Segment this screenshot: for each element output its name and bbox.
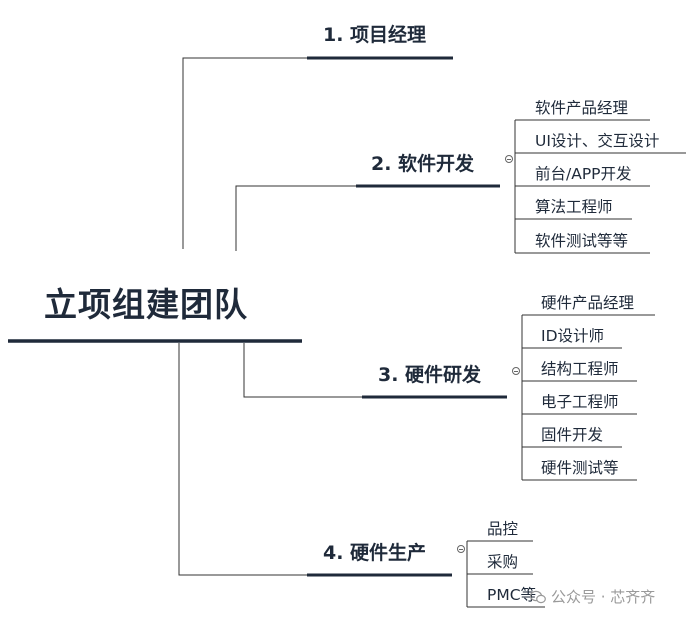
leaf-software-test[interactable]: 软件测试等等: [535, 232, 629, 250]
leaf-ui-design[interactable]: UI设计、交互设计: [535, 132, 660, 150]
leaf-software-pm[interactable]: 软件产品经理: [535, 99, 629, 117]
leaf-algorithm-engineer[interactable]: 算法工程师: [535, 198, 613, 216]
branch-hardware-production[interactable]: 4. 硬件生产: [323, 542, 427, 564]
leaf-purchasing[interactable]: 采购: [487, 553, 519, 571]
collapse-toggle-software[interactable]: [505, 155, 513, 163]
root-node[interactable]: 立项组建团队: [44, 285, 248, 324]
connector-branch-3: [243, 343, 362, 398]
branch-software-dev[interactable]: 2. 软件开发: [371, 153, 475, 175]
watermark-text: 公众号 · 芯齐齐: [551, 588, 656, 606]
collapse-toggle-production[interactable]: [457, 545, 465, 553]
branch-project-manager[interactable]: 1. 项目经理: [323, 24, 427, 46]
connector-branch-2: [235, 185, 356, 251]
leaf-quality-control[interactable]: 品控: [487, 520, 519, 538]
leaf-hardware-test[interactable]: 硬件测试等: [541, 459, 619, 477]
branch-2-leaf-connectors: [514, 119, 686, 254]
connector-branch-4: [178, 343, 307, 576]
leaf-id-designer[interactable]: ID设计师: [541, 327, 605, 345]
leaf-firmware-dev[interactable]: 固件开发: [541, 426, 604, 444]
leaf-frontend-app[interactable]: 前台/APP开发: [535, 165, 632, 183]
watermark: 公众号 · 芯齐齐: [530, 586, 655, 607]
branch-4-leaf-connectors: [466, 540, 545, 608]
leaf-pmc[interactable]: PMC等: [487, 586, 537, 604]
wechat-logo-icon: [530, 590, 546, 604]
leaf-structure-engineer[interactable]: 结构工程师: [541, 360, 619, 378]
leaf-electronics-engineer[interactable]: 电子工程师: [541, 393, 619, 411]
branch-3-leaf-connectors: [521, 314, 655, 481]
collapse-toggle-hardware-rd[interactable]: [512, 367, 520, 375]
branch-hardware-rd[interactable]: 3. 硬件研发: [378, 364, 482, 386]
connector-branch-1: [182, 57, 307, 249]
leaf-hardware-pm[interactable]: 硬件产品经理: [541, 294, 635, 312]
